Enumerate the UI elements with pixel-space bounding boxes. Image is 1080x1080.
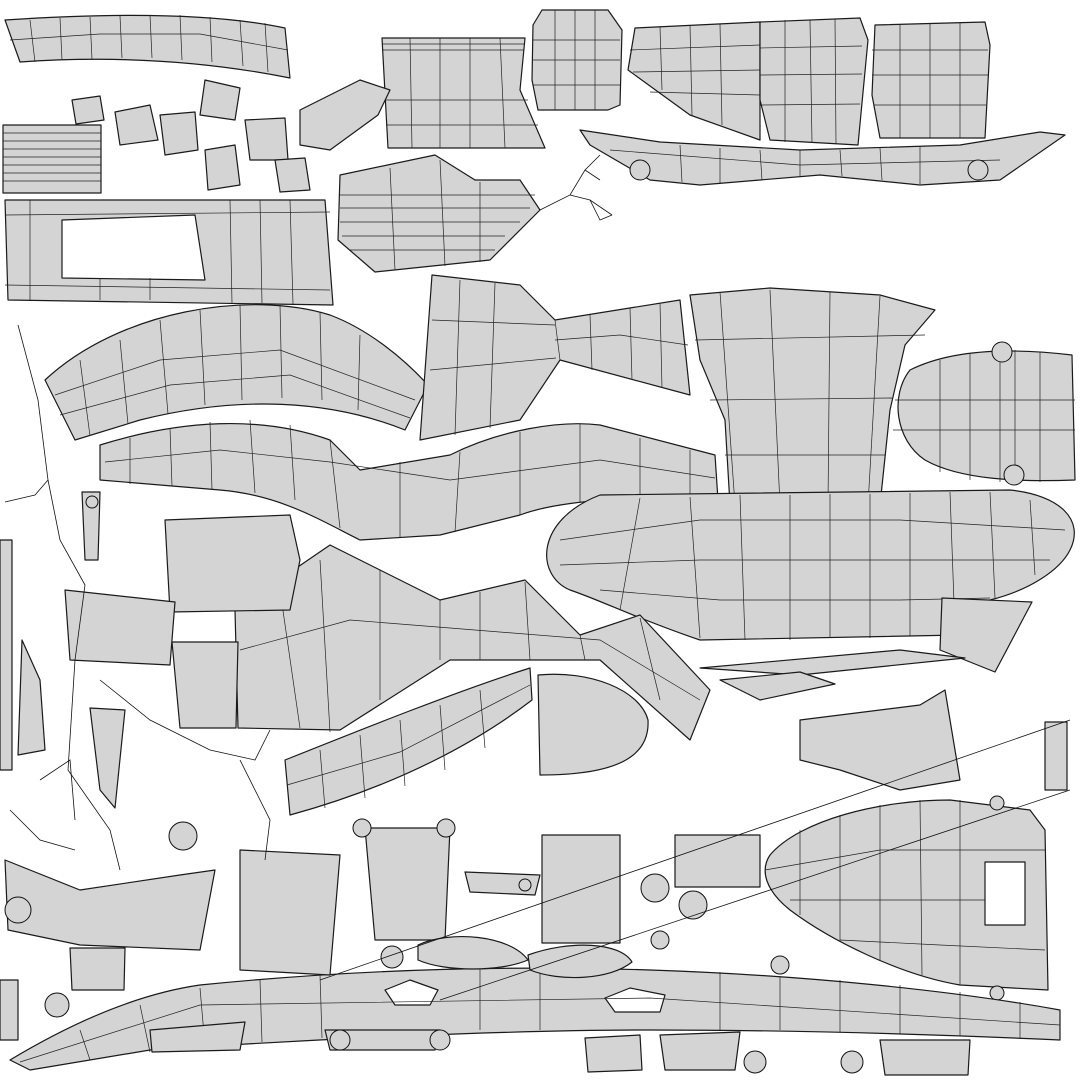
uv-island-rear-block-1 bbox=[627, 21, 761, 141]
uv-island-wires bbox=[4, 199, 1071, 1001]
uv-island-frame-ring bbox=[4, 199, 334, 306]
uv-island-rear-block-3 bbox=[871, 21, 991, 139]
uv-island-front-tapered bbox=[689, 287, 936, 506]
uv-island-seat-cover bbox=[531, 9, 623, 111]
uv-island-striped-plate bbox=[2, 124, 102, 194]
uv-island-misc bbox=[0, 491, 1068, 1076]
uv-island-body-wave bbox=[99, 419, 719, 541]
uv-island-long-rail-upper bbox=[579, 129, 1066, 186]
uv-island-top-left-strip bbox=[4, 14, 291, 79]
uv-island-fender-left bbox=[44, 304, 429, 441]
uv-island-wing-center bbox=[419, 274, 691, 441]
uv-island-mid-fan bbox=[234, 544, 711, 741]
uv-island-round-cap bbox=[893, 341, 1076, 486]
uv-island-tank-panel bbox=[337, 154, 613, 273]
uv-island-lower-fairing bbox=[284, 667, 533, 816]
uv-island-top-center-panel bbox=[381, 37, 546, 149]
uv-island-rear-block-2 bbox=[759, 17, 869, 146]
uv-island-lower-right-shell bbox=[764, 795, 1049, 1001]
uv-island-bottom-long-rail bbox=[9, 967, 1061, 1071]
uv-island-small-patches bbox=[71, 79, 391, 193]
